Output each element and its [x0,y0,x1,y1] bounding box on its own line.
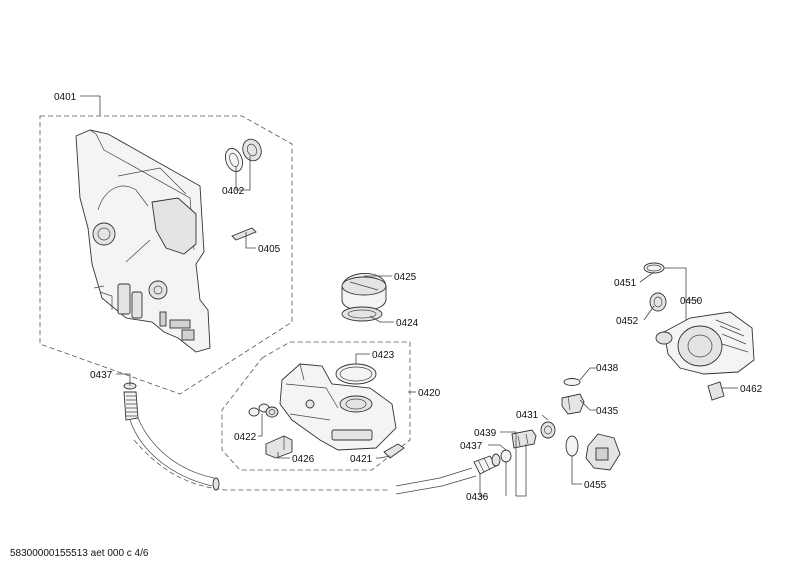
part-label-0424: 0424 [396,318,419,329]
pump-clip-drawing [707,381,725,401]
leader-lines [80,95,738,497]
part-label-0450: 0450 [680,296,703,307]
right-seal-ring-drawing [500,449,512,463]
connector-drawing [511,429,537,449]
base-panel-outline [39,115,293,395]
right-hose-drawing [395,453,501,495]
part-label-0436: 0436 [466,492,489,503]
part-label-0423: 0423 [372,350,395,361]
part-labels: 0401 0402 0405 0425 0424 0423 0420 0422 0426 0421… [54,92,763,503]
hose-route-outline [133,439,390,491]
small-seals-drawing [248,403,279,418]
cap-drawing [341,273,387,322]
assembly-outline-group [39,115,411,491]
coupling-drawing [540,421,556,439]
part-label-0437a: 0437 [90,370,113,381]
gasket-ring-drawing [335,363,377,385]
part-label-0439: 0439 [474,428,497,439]
circulation-pump-drawing [655,311,755,375]
part-label-0420: 0420 [418,388,441,399]
valve-drawing [265,435,293,459]
part-label-0437b: 0437 [460,441,483,452]
heater-pump-small-drawing [565,433,621,471]
part-label-0401: 0401 [54,92,77,103]
clip-drawing [231,227,257,241]
left-hose-drawing [123,382,220,491]
part-label-0438: 0438 [596,363,619,374]
part-label-0421: 0421 [350,454,373,465]
part-label-0462: 0462 [740,384,763,395]
sensor-drawing [561,378,585,415]
part-label-0452: 0452 [616,316,639,327]
part-label-0451: 0451 [614,278,637,289]
document-footer: 58300000155513 aet 000 c 4/6 [10,548,149,559]
part-label-0425: 0425 [394,272,417,283]
softener-assembly-outline [221,341,411,471]
softener-body-drawing [279,363,397,451]
part-label-0402: 0402 [222,186,245,197]
softener-clip-drawing [383,443,405,459]
part-label-0435: 0435 [596,406,619,417]
part-label-0422: 0422 [234,432,257,443]
part-label-0455: 0455 [584,480,607,491]
part-label-0431: 0431 [516,410,539,421]
part-label-0405: 0405 [258,244,281,255]
clamps-drawing [643,262,667,312]
seal-rings-drawing [224,138,262,173]
part-label-0426: 0426 [292,454,315,465]
base-panel-drawing [75,129,211,353]
